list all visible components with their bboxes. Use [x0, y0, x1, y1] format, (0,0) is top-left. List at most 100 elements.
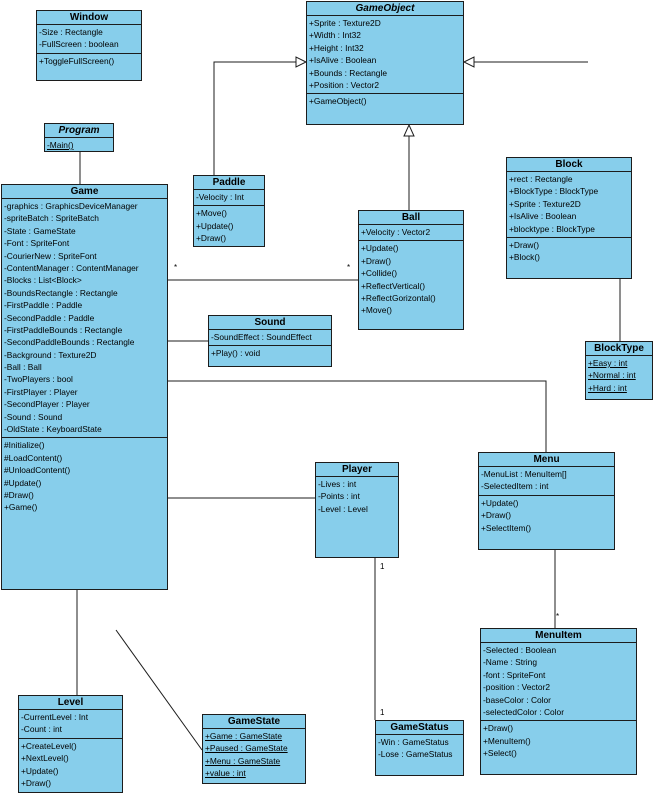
operation: +Move() — [361, 305, 392, 316]
attribute: -Background : Texture2D — [4, 349, 97, 360]
game-gamestate-line — [115, 629, 203, 751]
class-sound[interactable]: Sound -SoundEffect : SoundEffect +Play()… — [208, 315, 332, 367]
class-title: BlockType — [586, 342, 652, 356]
operation: #UnloadContent() — [4, 465, 71, 476]
attributes-section: -SoundEffect : SoundEffect — [209, 330, 331, 347]
class-paddle[interactable]: Paddle -Velocity : Int +Move() +Update()… — [193, 175, 265, 247]
class-menuitem[interactable]: MenuItem -Selected : Boolean -Name : Str… — [480, 628, 637, 775]
attribute: +rect : Rectangle — [509, 174, 573, 184]
operations-section: +Play() : void — [209, 346, 331, 361]
attribute: -Velocity : Int — [196, 192, 244, 202]
class-title: Game — [2, 185, 167, 199]
operation: +Draw() — [196, 233, 227, 244]
generalization-arrowhead-right — [462, 56, 475, 68]
operation: +SelectItem() — [481, 522, 532, 533]
attribute: +Easy : int — [588, 358, 628, 368]
operation: +Update() — [481, 497, 519, 508]
class-title: GameState — [203, 715, 305, 729]
attribute: -CurrentLevel : Int — [21, 712, 89, 722]
class-gameobject[interactable]: GameObject +Sprite : Texture2D +Width : … — [306, 1, 464, 125]
attributes-section: -graphics : GraphicsDeviceManager -sprit… — [2, 199, 167, 439]
attribute: -Sound : Sound — [4, 411, 63, 422]
operation: +Update() — [196, 220, 234, 231]
class-title: GameObject — [307, 2, 463, 16]
attribute: -Selected : Boolean — [483, 645, 557, 655]
attribute: -FirstPaddle : Paddle — [4, 300, 83, 311]
operation: #Initialize() — [4, 440, 45, 451]
attribute: +Sprite : Texture2D — [309, 18, 381, 28]
class-player[interactable]: Player -Lives : int -Points : int -Level… — [315, 462, 399, 558]
attribute: -FirstPaddleBounds : Rectangle — [4, 324, 123, 335]
attribute: -MenuList : MenuItem[] — [481, 469, 567, 479]
attribute: -SecondPaddle : Paddle — [4, 312, 95, 323]
operation: +Update() — [21, 765, 59, 776]
attributes-section: -CurrentLevel : Int -Count : int — [19, 710, 122, 739]
class-title: Player — [316, 463, 398, 477]
attribute: -ContentManager : ContentManager — [4, 262, 139, 273]
operation: +Draw() — [509, 239, 540, 250]
operation: #Draw() — [4, 489, 34, 500]
attribute: -Count : int — [21, 724, 62, 735]
operations-section: +Update() +Draw() +Collide() +ReflectVer… — [359, 241, 463, 318]
class-block[interactable]: Block +rect : Rectangle +BlockType : Blo… — [506, 157, 632, 279]
game-menu-line — [168, 380, 547, 452]
class-title: Paddle — [194, 176, 264, 190]
operations-section: -Main() — [45, 138, 113, 153]
attribute: +IsAlive : Boolean — [309, 55, 377, 66]
operations-section: +Move() +Update() +Draw() — [194, 206, 264, 246]
class-blocktype[interactable]: BlockType +Easy : int +Normal : int +Har… — [585, 341, 653, 400]
class-game[interactable]: Game -graphics : GraphicsDeviceManager -… — [1, 184, 168, 590]
paddle-generalization-line — [213, 61, 296, 175]
operations-section: +ToggleFullScreen() — [37, 54, 141, 69]
operation: +Move() — [196, 208, 227, 219]
operation: +Block() — [509, 252, 540, 263]
attribute: -Win : GameStatus — [378, 737, 449, 747]
attributes-section: -Velocity : Int — [194, 190, 264, 207]
operations-section: +Draw() +Block() — [507, 238, 631, 266]
operation: +Game() — [4, 502, 38, 513]
attribute: -Blocks : List<Block> — [4, 275, 82, 286]
class-title: Program — [45, 124, 113, 138]
operation: #Update() — [4, 477, 42, 488]
attribute: +value : int — [205, 768, 246, 779]
class-title: Window — [37, 11, 141, 25]
operation: +Select() — [483, 748, 517, 759]
class-ball[interactable]: Ball +Velocity : Vector2 +Update() +Draw… — [358, 210, 464, 330]
attribute: -SecondPaddleBounds : Rectangle — [4, 337, 135, 348]
operation: +GameObject() — [309, 96, 367, 107]
attribute: -CourierNew : SpriteFont — [4, 250, 97, 261]
class-gamestate[interactable]: GameState +Game : GameState +Paused : Ga… — [202, 714, 306, 784]
attribute: +BlockType : BlockType — [509, 186, 599, 197]
operation: +Collide() — [361, 268, 398, 279]
operation: +NextLevel() — [21, 753, 69, 764]
class-program[interactable]: Program -Main() — [44, 123, 114, 152]
class-level[interactable]: Level -CurrentLevel : Int -Count : int +… — [18, 695, 123, 793]
attribute: +Height : Int32 — [309, 42, 364, 53]
class-gamestatus[interactable]: GameStatus -Win : GameStatus -Lose : Gam… — [375, 720, 464, 776]
attributes-section: +Velocity : Vector2 — [359, 225, 463, 242]
attributes-section: -MenuList : MenuItem[] -SelectedItem : i… — [479, 467, 614, 496]
attribute: -Ball : Ball — [4, 362, 42, 373]
attribute: +Hard : int — [588, 382, 627, 393]
attribute: -Level : Level — [318, 503, 368, 514]
multiplicity-label: 1 — [380, 562, 385, 571]
class-window[interactable]: Window -Size : Rectangle -FullScreen : b… — [36, 10, 142, 81]
operations-section: #Initialize() #LoadContent() #UnloadCont… — [2, 438, 167, 515]
attribute: -Lives : int — [318, 479, 357, 489]
class-menu[interactable]: Menu -MenuList : MenuItem[] -SelectedIte… — [478, 452, 615, 550]
class-title: Sound — [209, 316, 331, 330]
operations-section: +GameObject() — [307, 94, 463, 109]
attribute: +IsAlive : Boolean — [509, 211, 577, 222]
attribute: -Size : Rectangle — [39, 27, 103, 37]
class-title: MenuItem — [481, 629, 636, 643]
multiplicity-label: 1 — [380, 708, 385, 717]
attribute: +Position : Vector2 — [309, 79, 380, 90]
attribute: -FullScreen : boolean — [39, 39, 119, 50]
attribute: -font : SpriteFont — [483, 669, 546, 680]
attributes-section: -Win : GameStatus -Lose : GameStatus — [376, 735, 463, 763]
class-title: GameStatus — [376, 721, 463, 735]
attribute: -OldState : KeyboardState — [4, 424, 102, 435]
attribute: +Paused : GameState — [205, 743, 288, 754]
attribute: -graphics : GraphicsDeviceManager — [4, 201, 138, 211]
